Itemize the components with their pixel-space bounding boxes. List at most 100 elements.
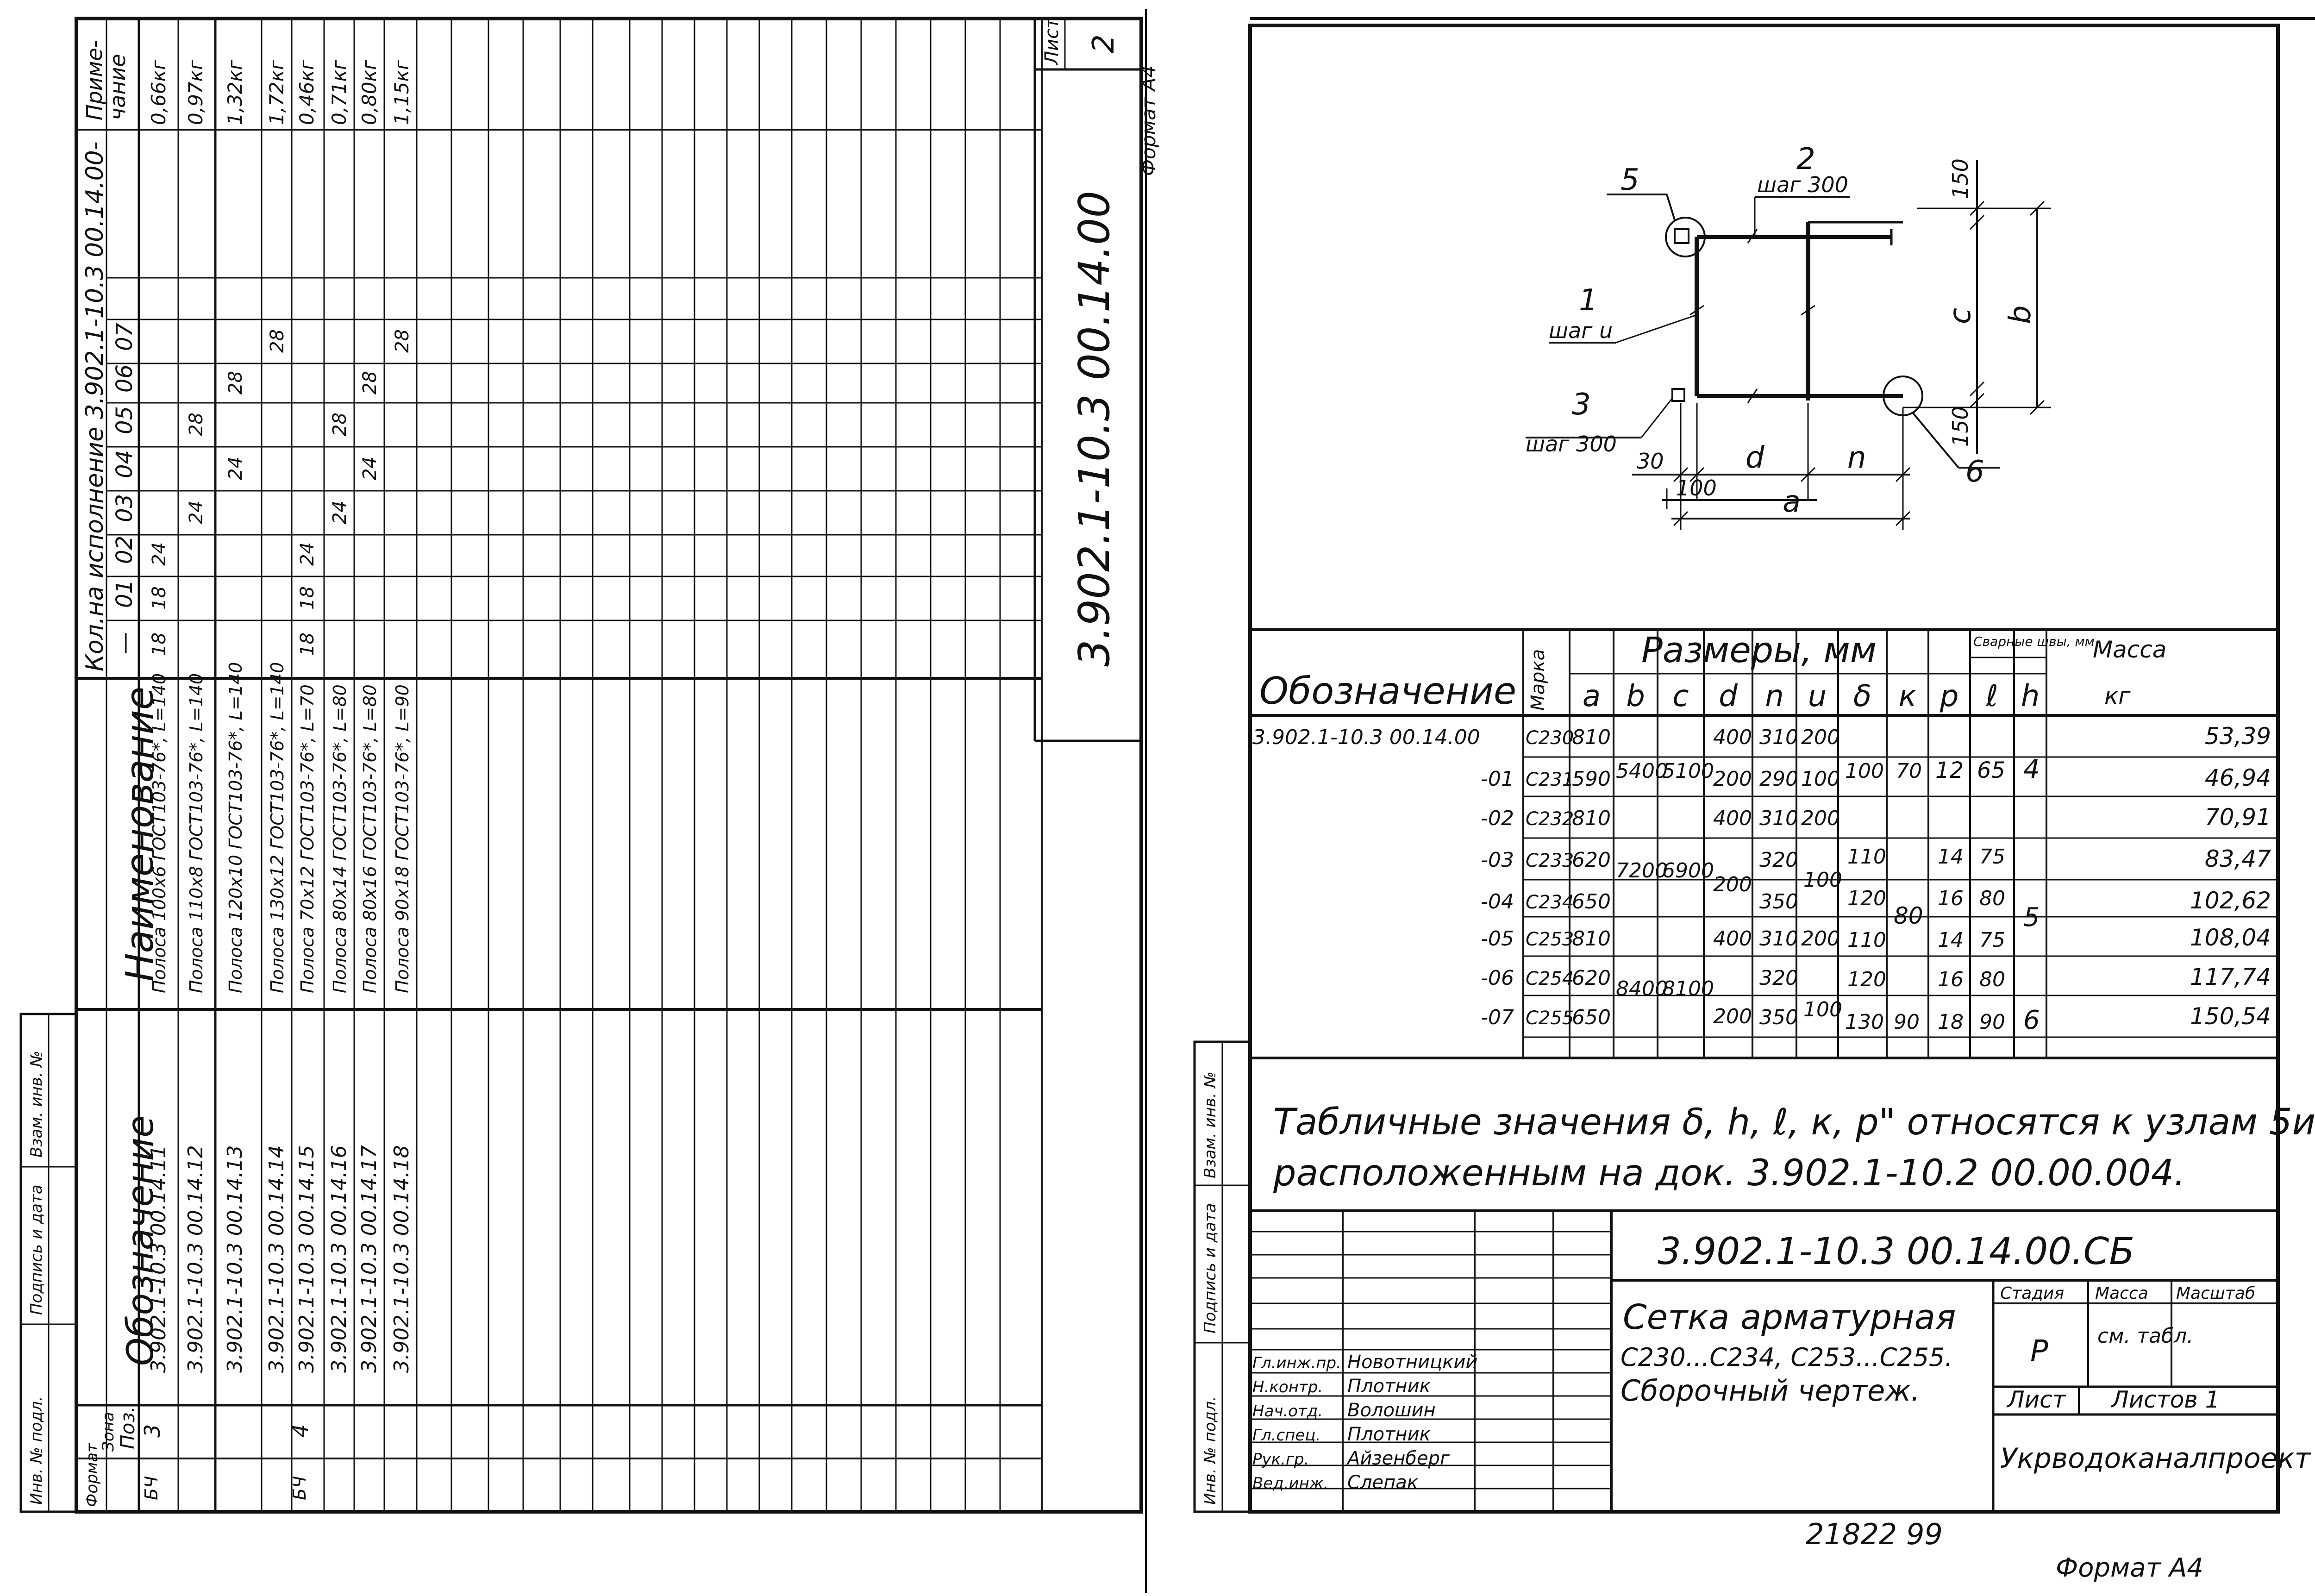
td-u: 200 <box>1801 726 1840 749</box>
label-item3: 3 <box>1572 388 1591 422</box>
row-designation: 3.902.1-10.3 00.14.15 <box>295 1145 319 1373</box>
tb-mass-label: Масса <box>2095 1284 2148 1303</box>
variant-header: 04 <box>112 450 138 478</box>
row-designation: 3.902.1-10.3 00.14.18 <box>390 1145 413 1373</box>
row-qty: 18 <box>149 586 170 610</box>
row-format: БЧ <box>289 1476 310 1500</box>
td-merged: 4 <box>2023 754 2040 784</box>
td-mass: 117,74 <box>2190 964 2271 990</box>
sign-role: Гл.инж.пр. <box>1252 1354 1341 1372</box>
td-a: 810 <box>1572 726 1611 749</box>
td-a: 620 <box>1572 966 1611 990</box>
td-merged: 100 <box>1803 998 1842 1021</box>
th-razmery: Размеры, мм <box>1641 629 1877 670</box>
dim-b: b <box>2003 305 2038 324</box>
row-name: Полоса 80х14 ГОСТ103-76*, L=80 <box>330 684 350 993</box>
tb-mass-value: см. табл. <box>2097 1324 2193 1348</box>
th-col: h <box>2021 679 2040 714</box>
footer-doc-number: 3.902.1-10.3 00.14.00 <box>1070 191 1119 667</box>
tb-title-3: Сборочный чертеж. <box>1620 1374 1920 1408</box>
td-mark: С253 <box>1526 929 1574 950</box>
td-merged: 100 <box>1803 868 1842 892</box>
label-item6: 6 <box>1965 455 1984 489</box>
dim-d: d <box>1746 441 1764 475</box>
td-u: 200 <box>1801 807 1840 830</box>
td-a: 590 <box>1572 767 1611 791</box>
th-col: δ <box>1853 679 1871 714</box>
th-col: a <box>1583 679 1601 714</box>
row-name: Полоса 100х6 ГОСТ103-76*, L=140 <box>149 673 169 993</box>
td-mass: 150,54 <box>2190 1003 2271 1030</box>
bottom-numbers: 21822 99 <box>1806 1517 1943 1551</box>
td-mark: С230 <box>1526 727 1574 749</box>
td-merged: 80 <box>1979 887 2005 910</box>
td-merged: 7200 <box>1616 859 1668 882</box>
dim-100: 100 <box>1676 476 1717 501</box>
td-merged: 200 <box>1713 1005 1752 1028</box>
row-note: 1,72кг <box>265 59 288 125</box>
tb-scale-label: Масштаб <box>2176 1284 2255 1303</box>
sign-name: Плотник <box>1347 1424 1431 1445</box>
row-qty: 18 <box>149 632 170 656</box>
tb-doc-number: 3.902.1-10.3 00.14.00.СБ <box>1658 1230 2134 1273</box>
td-merged: 100 <box>1845 759 1884 783</box>
row-qty: 18 <box>297 586 318 610</box>
td-d: 400 <box>1713 927 1752 951</box>
format-label-left: Формат А4 <box>1137 65 1160 176</box>
td-merged: 65 <box>1977 757 2005 783</box>
variant-header: 05 <box>112 406 138 434</box>
td-merged: 75 <box>1979 928 2005 952</box>
header-zona: Зона <box>99 1412 118 1452</box>
td-designation: -05 <box>1481 927 1514 951</box>
td-merged: 16 <box>1938 968 1964 991</box>
header-primechanie-1: Приме- <box>82 40 107 120</box>
td-mark: С231 <box>1526 769 1574 790</box>
td-mass: 70,91 <box>2205 804 2271 831</box>
row-designation: 3.902.1-10.3 00.14.12 <box>184 1145 207 1373</box>
td-mass: 53,39 <box>2205 723 2271 750</box>
td-a: 620 <box>1572 848 1611 872</box>
tb-organization: Укрводоканалпроект <box>2000 1442 2312 1475</box>
row-name: Полоса 80х16 ГОСТ103-76*, L=80 <box>360 684 380 993</box>
td-n: 320 <box>1759 966 1798 990</box>
header-qty-title: Кол.на исполнение 3.902.1-10.3 00.14.00- <box>81 141 109 671</box>
td-n: 320 <box>1759 848 1798 872</box>
td-merged: 130 <box>1845 1010 1884 1034</box>
variant-header: — <box>112 632 138 654</box>
td-designation: -06 <box>1481 966 1514 990</box>
row-note: 0,66кг <box>147 59 170 125</box>
td-designation: -01 <box>1481 767 1514 791</box>
td-mass: 102,62 <box>2190 887 2271 914</box>
header-poz: Поз. <box>116 1406 139 1449</box>
td-designation: -03 <box>1481 848 1514 872</box>
th-col: ℓ <box>1985 679 1998 714</box>
row-format: БЧ <box>141 1476 162 1500</box>
td-merged: 110 <box>1847 928 1886 952</box>
row-note: 1,15кг <box>390 59 413 125</box>
note-line-2: расположенным на док. 3.902.1-10.2 00.00… <box>1273 1152 2185 1194</box>
title-block: Гл.инж.пр.НовотницкийН.контр.ПлотникНач.… <box>1249 1209 2312 1513</box>
dim-150-bottom: 150 <box>1948 406 1973 447</box>
tb-sheet-label: Лист <box>2006 1386 2067 1413</box>
row-qty: 24 <box>149 542 170 566</box>
row-poz: 3 <box>140 1424 165 1438</box>
td-n: 310 <box>1759 726 1798 749</box>
th-col: c <box>1672 679 1689 714</box>
th-massa: Масса <box>2093 636 2166 663</box>
footer-list-label: Лист <box>1041 17 1063 66</box>
row-qty: 18 <box>297 632 318 656</box>
td-n: 310 <box>1759 927 1798 951</box>
footer-list-number: 2 <box>1087 34 1121 53</box>
row-qty: 28 <box>359 371 381 394</box>
label-item1-step: шаг u <box>1549 318 1613 343</box>
td-a: 650 <box>1572 1006 1611 1029</box>
td-mark: С255 <box>1526 1008 1574 1029</box>
variant-header: 02 <box>112 536 138 564</box>
td-mark: С234 <box>1526 892 1574 913</box>
th-col: к <box>1899 679 1917 714</box>
side-label-sign: Подпись и дата <box>27 1184 46 1315</box>
td-merged: 70 <box>1896 759 1922 783</box>
row-qty: 28 <box>225 371 246 394</box>
row-designation: 3.902.1-10.3 00.14.14 <box>265 1145 288 1373</box>
td-mark: С254 <box>1526 968 1574 989</box>
